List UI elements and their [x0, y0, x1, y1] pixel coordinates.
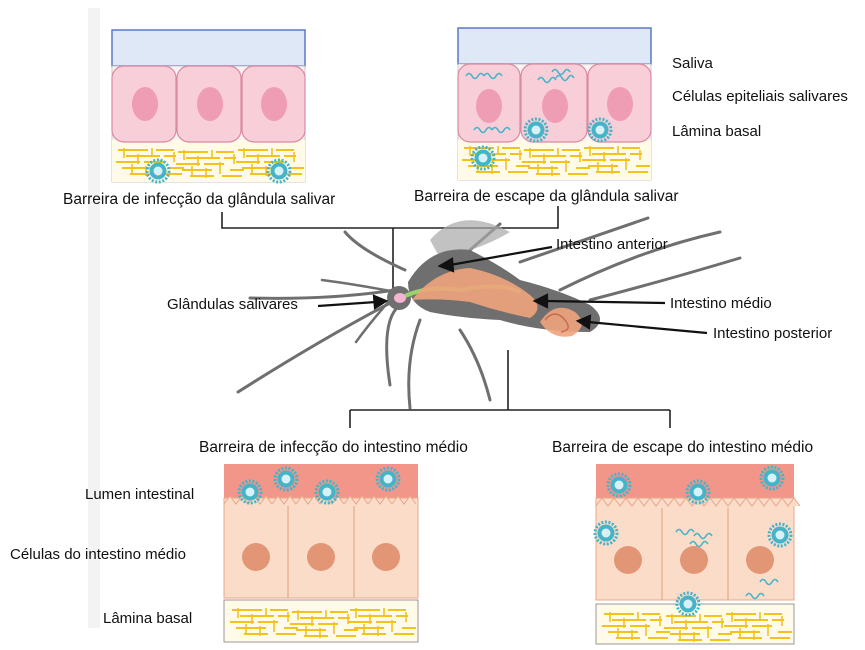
foregut-label: Intestino anterior: [556, 237, 668, 252]
salivary-infection-panel: [112, 30, 305, 182]
salivary-escape-panel: [458, 28, 651, 180]
salivary-basal-lamina-label: Lâmina basal: [672, 124, 761, 139]
midgut-cells-label: Células do intestino médio: [10, 547, 186, 562]
midgut-label: Intestino médio: [670, 296, 772, 311]
midgut-basal-lamina-label: Lâmina basal: [103, 611, 192, 626]
midgut-escape-panel: [595, 464, 800, 644]
salivary-infection-barrier-title: Barreira de infecção da glândula salivar: [63, 192, 335, 208]
hindgut-label: Intestino posterior: [713, 326, 832, 341]
saliva-label: Saliva: [672, 56, 713, 71]
midgut-escape-barrier-title: Barreira de escape do intestino médio: [552, 440, 813, 456]
midgut-infection-panel: [224, 464, 418, 642]
intestinal-lumen-label: Lumen intestinal: [85, 487, 194, 502]
salivary-glands-label: Glândulas salivares: [167, 297, 298, 312]
salivary-escape-barrier-title: Barreira de escape da glândula salivar: [414, 189, 679, 205]
salivary-epithelial-cells-label: Células epiteliais salivares: [672, 89, 848, 104]
midgut-infection-barrier-title: Barreira de infecção do intestino médio: [199, 440, 468, 456]
